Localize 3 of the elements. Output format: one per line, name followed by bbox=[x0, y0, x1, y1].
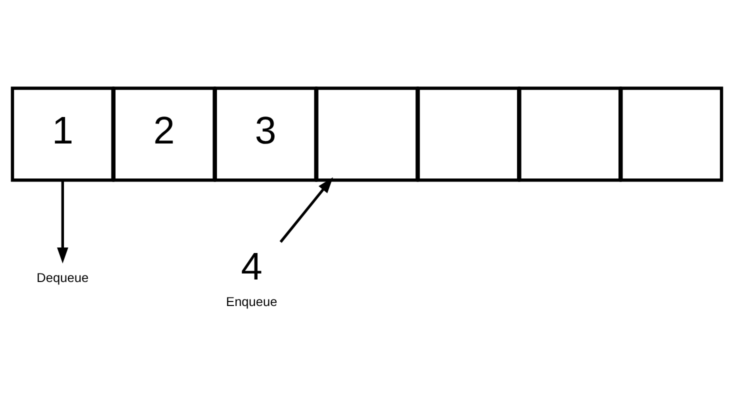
node-label: Enqueue bbox=[226, 294, 278, 309]
node-text: 4 bbox=[240, 245, 262, 288]
node-text: Dequeue bbox=[36, 270, 89, 285]
